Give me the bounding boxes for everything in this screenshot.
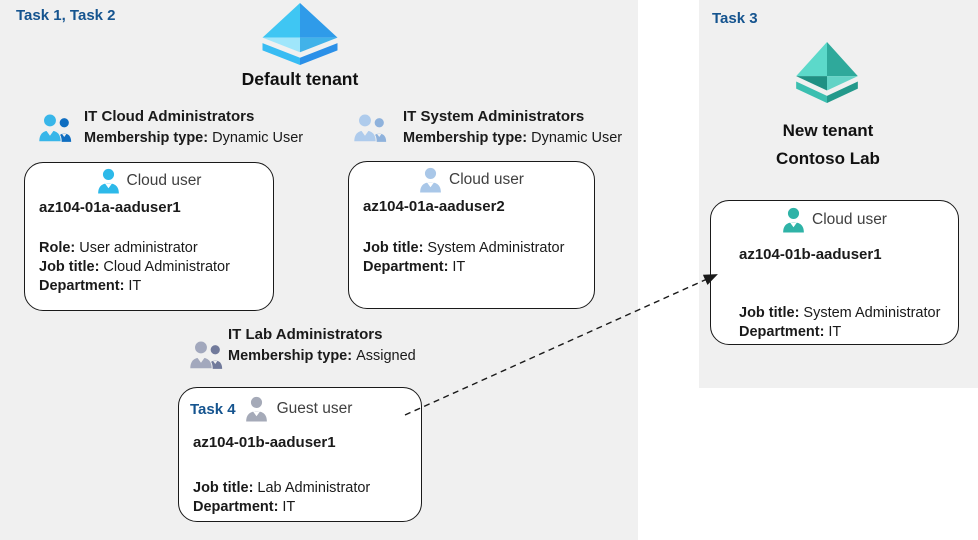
attr-row: Job title:System Administrator: [739, 304, 940, 323]
task-4-label: Task 4: [190, 400, 236, 418]
group-it-cloud-administrators: IT Cloud Administrators Membership type:…: [84, 108, 303, 146]
user-attributes: Job title:System Administrator Departmen…: [363, 239, 564, 277]
attr-value: IT: [282, 499, 296, 515]
attr-row: Department:IT: [193, 498, 370, 517]
user-attributes: Job title:System Administrator Departmen…: [739, 304, 940, 342]
cloud-user-icon: [783, 207, 804, 233]
attr-value: IT: [452, 259, 466, 275]
group-name: IT Lab Administrators: [228, 326, 383, 343]
user-name: az104-01a-aaduser1: [39, 199, 181, 216]
new-tenant-title-line2: Contoso Lab: [776, 149, 880, 168]
task-3-label: Task 3: [712, 10, 758, 27]
user-attributes: Role:User administrator Job title:Cloud …: [39, 239, 230, 296]
attr-value: IT: [828, 324, 842, 340]
user-name: az104-01a-aaduser2: [363, 198, 505, 215]
guest-user-icon: [245, 396, 267, 422]
cloud-user-icon: [97, 168, 119, 194]
card-type-label: Cloud user: [812, 211, 887, 228]
attr-label: Department:: [739, 324, 825, 340]
card-header: Cloud user: [349, 167, 594, 193]
membership-type: Membership type:Dynamic User: [403, 130, 622, 146]
card-header: Cloud user: [25, 168, 273, 194]
attr-label: Department:: [363, 259, 449, 275]
attr-row: Department:IT: [363, 258, 564, 277]
attr-label: Job title:: [363, 240, 424, 256]
user-name: az104-01b-aaduser1: [739, 246, 882, 263]
attr-label: Job title:: [739, 305, 800, 321]
user-card-aaduser2: Cloud user az104-01a-aaduser2 Job title:…: [348, 161, 595, 309]
membership-label: Membership type:: [84, 130, 209, 146]
azure-ad-tenant-icon: [262, 3, 338, 65]
new-tenant-title-line1: New tenant: [782, 121, 874, 140]
attr-value: IT: [128, 278, 142, 294]
attr-value: Lab Administrator: [257, 480, 371, 496]
group-it-lab-administrators: IT Lab Administrators Membership type:As…: [228, 326, 416, 364]
attr-row: Department:IT: [739, 323, 940, 342]
user-card-aaduser1: Cloud user az104-01a-aaduser1 Role:User …: [24, 162, 274, 311]
membership-type: Membership type:Assigned: [228, 348, 416, 364]
membership-value: Dynamic User: [212, 130, 304, 146]
membership-value: Dynamic User: [531, 130, 623, 146]
group-name: IT System Administrators: [403, 108, 585, 125]
user-attributes: Job title:Lab Administrator Department:I…: [193, 479, 370, 517]
people-group-icon: [38, 113, 72, 143]
attr-value: Cloud Administrator: [103, 259, 230, 275]
guest-user-card: Task 4 Guest user az104-01b-aaduser1 Job…: [178, 387, 422, 522]
attr-label: Job title:: [39, 259, 100, 275]
membership-value: Assigned: [356, 348, 416, 364]
card-type-label: Cloud user: [126, 172, 202, 189]
task-1-2-label: Task 1, Task 2: [16, 7, 116, 24]
card-type-label: Cloud user: [449, 171, 524, 188]
membership-type: Membership type:Dynamic User: [84, 130, 303, 146]
attr-row: Job title:System Administrator: [363, 239, 564, 258]
people-group-icon: [353, 113, 387, 143]
attr-label: Department:: [39, 278, 125, 294]
membership-label: Membership type:: [403, 130, 528, 146]
attr-row: Job title:Lab Administrator: [193, 479, 370, 498]
attr-row: Job title:Cloud Administrator: [39, 258, 230, 277]
attr-row: Role:User administrator: [39, 239, 230, 258]
new-tenant-icon: [796, 42, 858, 103]
user-name: az104-01b-aaduser1: [193, 434, 336, 451]
attr-value: User administrator: [79, 240, 198, 256]
group-it-system-administrators: IT System Administrators Membership type…: [403, 108, 622, 146]
group-name: IT Cloud Administrators: [84, 108, 255, 125]
attr-label: Department:: [193, 499, 279, 515]
attr-label: Job title:: [193, 480, 254, 496]
attr-label: Role:: [39, 240, 76, 256]
attr-row: Department:IT: [39, 277, 230, 296]
card-type-label: Guest user: [276, 400, 353, 417]
cloud-user-icon: [420, 167, 441, 193]
membership-label: Membership type:: [228, 348, 353, 364]
new-tenant-user-card: Cloud user az104-01b-aaduser1 Job title:…: [710, 200, 959, 345]
attr-value: System Administrator: [427, 240, 565, 256]
people-group-icon: [189, 340, 223, 370]
attr-value: System Administrator: [803, 305, 941, 321]
default-tenant-title: Default tenant: [241, 69, 359, 89]
card-header: Task 4 Guest user: [179, 396, 421, 422]
card-header: Cloud user: [711, 207, 958, 233]
